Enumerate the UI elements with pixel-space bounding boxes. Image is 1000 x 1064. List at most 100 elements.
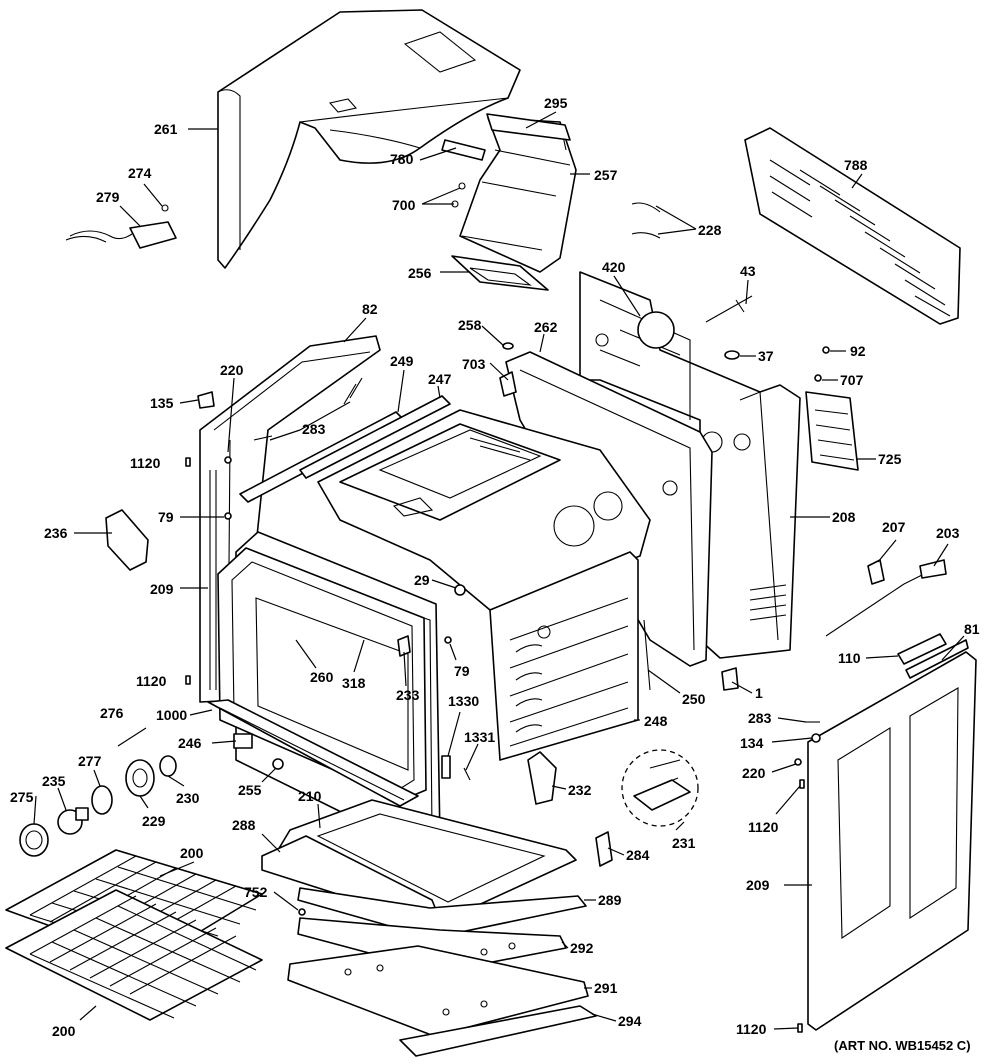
part-1120-clip-d	[797, 1023, 803, 1033]
callout-200a: 200	[180, 845, 204, 861]
part-233-clip	[397, 635, 411, 657]
callout-110: 110	[838, 650, 861, 666]
part-1330-switch	[441, 755, 451, 779]
callout-1330: 1330	[448, 693, 479, 709]
part-220-screw-right	[794, 758, 802, 766]
part-209-right-side-panel	[807, 651, 977, 1031]
part-260-door-gasket-inner	[255, 597, 409, 771]
callout-295: 295	[544, 95, 568, 111]
callout-37: 37	[758, 348, 774, 364]
part-79-screw-a	[224, 512, 232, 520]
part-135-screw	[197, 391, 215, 409]
art-number-label: (ART NO. WB15452 C)	[834, 1038, 971, 1053]
callout-207: 207	[882, 519, 906, 535]
callout-283b: 283	[748, 710, 772, 726]
callout-232: 232	[568, 782, 592, 798]
part-255-screw	[272, 758, 284, 770]
part-1-bracket	[721, 667, 739, 691]
part-248-side-wall	[489, 551, 639, 761]
part-246-bracket	[233, 733, 253, 749]
callout-288: 288	[232, 817, 256, 833]
callout-1120d: 1120	[736, 1021, 767, 1037]
callout-1000: 1000	[156, 707, 187, 723]
part-1000-vent	[207, 699, 419, 807]
callout-250: 250	[682, 691, 706, 707]
callout-248: 248	[644, 713, 668, 729]
callout-1120c: 1120	[748, 819, 779, 835]
part-707-screw	[814, 374, 822, 382]
callout-135: 135	[150, 395, 174, 411]
rack-lower-wires	[29, 895, 257, 1019]
callout-277: 277	[78, 753, 102, 769]
callout-1120a: 1120	[130, 455, 161, 471]
part-289-burner	[297, 887, 587, 939]
callout-203: 203	[936, 525, 960, 541]
callout-200b: 200	[52, 1023, 76, 1039]
part-232-bracket	[527, 751, 557, 805]
part-275-knob	[19, 823, 49, 857]
rear-panel-louvers	[769, 159, 951, 317]
callout-29: 29	[414, 572, 430, 588]
part-134-screw	[811, 733, 821, 743]
callout-703: 703	[462, 356, 486, 372]
callout-249: 249	[390, 353, 414, 369]
part-258-clip	[502, 342, 514, 350]
callout-275: 275	[10, 789, 34, 805]
part-79-screw-b	[444, 636, 452, 644]
part-257-vent-duct	[441, 113, 577, 291]
part-230-socket	[159, 755, 177, 777]
leader-lines	[33, 111, 965, 1030]
callout-700: 700	[392, 197, 416, 213]
part-37-grommet	[724, 350, 740, 360]
callout-262: 262	[534, 319, 558, 335]
callout-291: 291	[594, 980, 618, 996]
callout-725: 725	[878, 451, 902, 467]
part-294-trim	[399, 1005, 597, 1057]
callout-258: 258	[458, 317, 482, 333]
callout-279: 279	[96, 189, 120, 205]
callout-209a: 209	[150, 581, 174, 597]
part-725-bracket	[805, 391, 859, 471]
callout-228: 228	[698, 222, 722, 238]
part-200-oven-rack-lower	[5, 889, 263, 1021]
part-277-lens	[91, 785, 113, 815]
callout-labels: 261 274 279 780 295 257 700 256 228 788 …	[10, 95, 980, 1039]
part-220-screw	[224, 456, 232, 464]
callout-1: 1	[755, 685, 763, 701]
part-1120-clip-c	[799, 779, 805, 789]
part-247-rail	[299, 395, 451, 479]
part-236-bracket	[105, 509, 149, 571]
part-203-igniter	[825, 559, 947, 637]
oven-cavity-liner	[317, 409, 651, 611]
callout-81: 81	[964, 621, 980, 637]
part-283-screws	[253, 377, 363, 441]
callout-79a: 79	[158, 509, 174, 525]
callout-294: 294	[618, 1013, 642, 1029]
callout-230: 230	[176, 790, 200, 806]
part-81-trim	[905, 639, 969, 679]
callout-220a: 220	[220, 362, 244, 378]
callout-752: 752	[244, 884, 268, 900]
callout-209b: 209	[746, 877, 770, 893]
part-250-trim	[643, 619, 651, 691]
callout-260: 260	[310, 669, 334, 685]
part-292-baffle	[297, 917, 567, 973]
callout-82: 82	[362, 301, 378, 317]
callout-276: 276	[100, 705, 124, 721]
part-752-screw	[298, 908, 306, 916]
callout-255: 255	[238, 782, 262, 798]
part-1120-clip-b	[185, 675, 191, 685]
part-1120-clip-a	[185, 457, 191, 467]
part-291-drawer-panel	[287, 945, 589, 1037]
part-420-blower	[637, 311, 675, 349]
callout-79b: 79	[454, 663, 470, 679]
callout-318: 318	[342, 675, 366, 691]
side-wall-rack-ribs	[509, 597, 629, 747]
part-788-rear-panel	[744, 127, 961, 325]
part-207-clip	[867, 559, 885, 585]
callout-256: 256	[408, 265, 432, 281]
part-29-screw	[454, 584, 466, 596]
part-110-sensor	[897, 633, 947, 665]
callout-292: 292	[570, 940, 594, 956]
